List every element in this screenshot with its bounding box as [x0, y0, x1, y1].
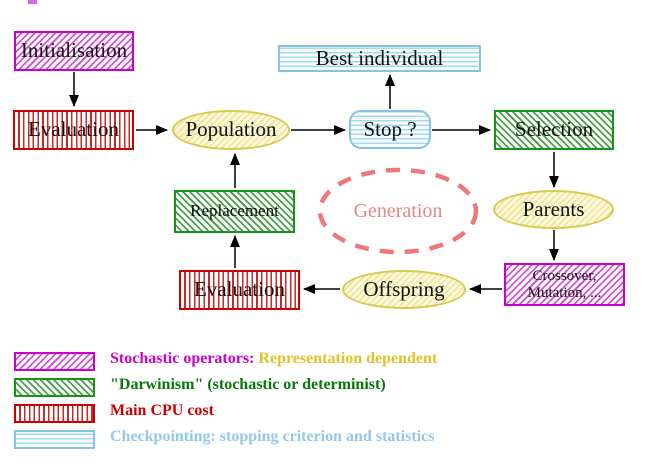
node-evaluation-bottom: Evaluation	[179, 270, 300, 310]
crossover-line2: Mutation, ...	[527, 284, 602, 301]
legend-swatch-magenta	[14, 352, 95, 371]
legend-row-darwinism: "Darwinism" (stochastic or determinist)	[14, 376, 386, 397]
legend-text-stochastic: Stochastic operators: Representation dep…	[110, 350, 670, 368]
dashed-ellipse	[317, 167, 479, 255]
stray-magenta-mark	[28, 0, 37, 4]
node-best-individual: Best individual	[278, 45, 481, 72]
generation-label: Generation	[353, 199, 443, 222]
legend-row-cpu: Main CPU cost	[14, 402, 214, 423]
crossover-line1: Crossover,	[532, 268, 597, 284]
legend-label-darwinism: "Darwinism" (stochastic or determinist)	[110, 376, 386, 393]
node-replacement: Replacement	[174, 190, 295, 233]
generation-cycle-ellipse: Generation	[317, 167, 479, 255]
node-parents: Parents	[493, 190, 614, 229]
legend-swatch-cyan	[14, 430, 95, 449]
node-offspring: Offspring	[342, 270, 466, 309]
legend-swatch-red	[14, 404, 95, 423]
legend-swatch-green	[14, 378, 95, 397]
node-population: Population	[172, 110, 290, 150]
node-initialisation: Initialisation	[14, 31, 134, 71]
legend-label-checkpointing: Checkpointing: stopping criterion and st…	[110, 428, 435, 445]
legend-row-stochastic: Stochastic operators: Representation dep…	[14, 350, 437, 371]
legend-label-stochastic: Stochastic operators:	[110, 350, 255, 367]
legend-row-checkpointing: Checkpointing: stopping criterion and st…	[14, 428, 434, 449]
node-selection: Selection	[494, 110, 614, 150]
node-stop: Stop ?	[349, 110, 431, 149]
legend-label-cpu: Main CPU cost	[110, 402, 214, 419]
legend-label-representation: Representation dependent	[258, 350, 438, 367]
node-crossover-mutation: Crossover, Mutation, ...	[504, 263, 625, 306]
node-evaluation-top: Evaluation	[13, 110, 134, 150]
